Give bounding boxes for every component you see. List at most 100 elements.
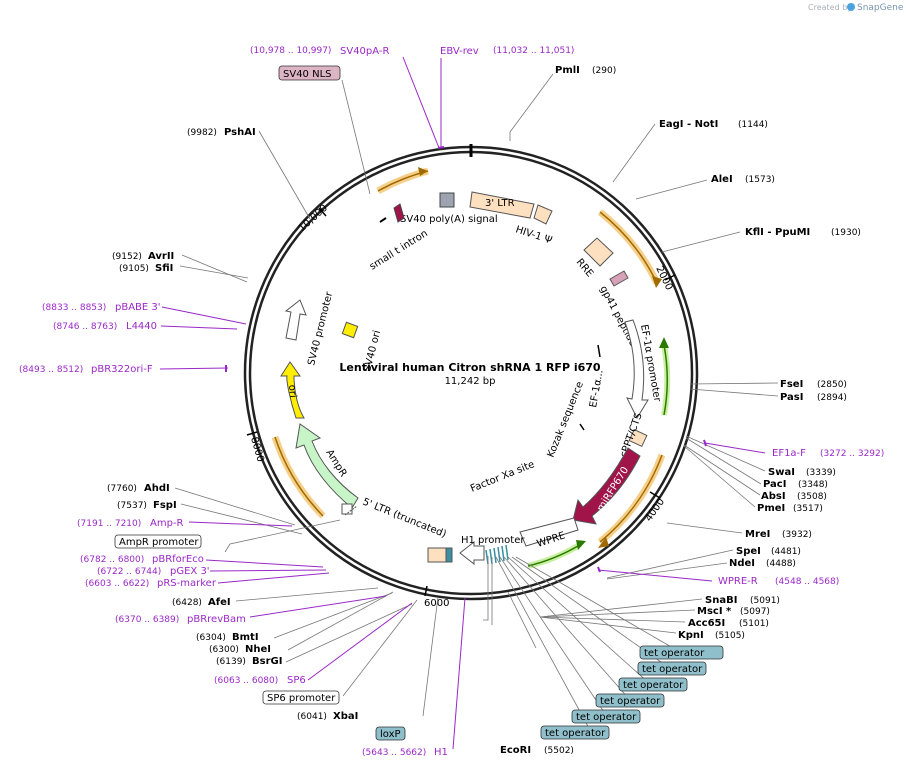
tet-operator-box[interactable] xyxy=(639,645,724,660)
primer-line xyxy=(452,597,466,750)
enzyme-name[interactable]: SfiI xyxy=(155,263,173,274)
primer-name[interactable]: Amp-R xyxy=(150,518,184,529)
small-t-marker xyxy=(379,217,387,223)
primer-name[interactable]: EBV-rev xyxy=(440,46,479,57)
enzyme-name[interactable]: PasI xyxy=(780,392,803,403)
tick-label: 6000 xyxy=(424,598,449,609)
tick-mark xyxy=(664,274,676,281)
enzyme-name[interactable]: EagI - NotI xyxy=(659,119,718,130)
enzyme-name[interactable]: AvrII xyxy=(148,251,174,262)
enzyme-name[interactable]: PshAI xyxy=(224,127,256,138)
enzyme-name[interactable]: XbaI xyxy=(333,711,358,722)
enzyme-name[interactable]: KpnI xyxy=(678,630,704,641)
primer-name[interactable]: WPRE-R xyxy=(718,576,758,587)
primer-name[interactable]: EF1a-F xyxy=(772,448,806,459)
enzyme-position: (9105) xyxy=(119,264,149,274)
primer-position: (6722 .. 6744) xyxy=(97,567,161,577)
primer-lines xyxy=(159,56,766,750)
enzyme-name[interactable]: PmlI xyxy=(555,65,580,76)
wpre-feature xyxy=(519,517,579,547)
enzyme-labels: PmlI (290) EagI - NotI (1144) AleI (1573… xyxy=(107,65,861,756)
enzyme-name[interactable]: PmeI xyxy=(757,503,785,514)
primer-name[interactable]: pBABE 3' xyxy=(115,302,161,313)
ltr3-feature xyxy=(469,191,535,219)
tet-operator-box[interactable] xyxy=(540,725,610,740)
enzyme-name[interactable]: NheI xyxy=(245,644,271,655)
leader-line xyxy=(179,265,249,279)
enzyme-position: (1930) xyxy=(831,228,861,238)
primer-name[interactable]: pBRforEco xyxy=(152,554,204,565)
leader-line xyxy=(287,591,394,651)
primer-line xyxy=(307,602,413,681)
tet-operator-box[interactable] xyxy=(618,677,688,692)
leader-line xyxy=(515,556,681,653)
sv40-nls-box[interactable] xyxy=(278,65,341,81)
primer-name[interactable]: SV40pA-R xyxy=(340,46,389,57)
enzyme-name[interactable]: AfeI xyxy=(208,597,231,608)
enzyme-name[interactable]: BsrGI xyxy=(252,656,282,667)
primer-name[interactable]: L4440 xyxy=(126,321,157,332)
tet-operator-box[interactable] xyxy=(595,693,665,708)
credit: Created by SnapGene xyxy=(808,3,904,13)
tick-label: 4000 xyxy=(643,497,667,524)
primer-name[interactable]: pRS-marker xyxy=(157,578,217,589)
primer-name[interactable]: pBR322ori-F xyxy=(91,364,153,375)
primer-position: (8833 .. 8853) xyxy=(42,303,106,313)
enzyme-name[interactable]: AleI xyxy=(711,174,733,185)
rre-label: RRE xyxy=(574,257,595,280)
primer-name[interactable]: pBRrevBam xyxy=(187,614,246,625)
primer-position: (8493 .. 8512) xyxy=(19,365,83,375)
leader-line xyxy=(661,231,741,253)
ampr-promoter-box[interactable] xyxy=(114,534,202,549)
enzyme-position: (3932) xyxy=(782,530,812,540)
leader-line xyxy=(174,487,296,526)
primer-line xyxy=(159,367,229,370)
enzyme-name[interactable]: AbsI xyxy=(761,491,786,502)
snapgene-logo-icon xyxy=(847,3,855,11)
sv40-polya-label: SV40 poly(A) signal xyxy=(400,214,498,225)
enzyme-name[interactable]: NdeI xyxy=(729,558,755,569)
enzyme-name[interactable]: BmtI xyxy=(232,632,259,643)
ori-feature xyxy=(280,361,305,419)
enzyme-name[interactable]: EcoRI xyxy=(500,745,531,756)
enzyme-name[interactable]: SwaI xyxy=(768,467,795,478)
primer-line xyxy=(209,569,327,572)
enzyme-name[interactable]: AhdI xyxy=(144,483,170,494)
tet-operator-box[interactable] xyxy=(637,661,707,676)
leader-line xyxy=(539,616,686,623)
leader-line xyxy=(235,587,379,602)
enzyme-name[interactable]: Acc65I xyxy=(688,618,725,629)
enzyme-name[interactable]: MreI xyxy=(745,529,770,540)
enzyme-position: (4481) xyxy=(771,547,801,557)
enzyme-position: (3508) xyxy=(797,492,827,502)
enzyme-name[interactable]: FseI xyxy=(780,379,803,390)
primer-marks xyxy=(225,146,707,573)
leader-line xyxy=(273,592,393,639)
enzyme-name[interactable]: MscI * xyxy=(697,606,732,617)
enzyme-position: (1573) xyxy=(745,175,775,185)
cppt-feature xyxy=(628,428,648,448)
loxp-box[interactable] xyxy=(375,726,406,741)
tet-operator-label: tet operator xyxy=(600,696,661,707)
loxp-feature xyxy=(445,547,453,563)
leader-line xyxy=(181,254,248,283)
sp6-promoter-box[interactable] xyxy=(262,690,340,705)
enzyme-name[interactable]: SnaBI xyxy=(705,595,737,606)
tet-operator-box[interactable] xyxy=(571,709,641,724)
primer-name[interactable]: H1 xyxy=(434,747,448,758)
primer-position: (5643 .. 5662) xyxy=(362,748,426,758)
primer-name[interactable]: pGEX 3' xyxy=(170,566,210,577)
primer-line xyxy=(160,325,238,330)
sv40-ori-feature xyxy=(341,321,359,339)
enzyme-position: (6300) xyxy=(209,645,239,655)
primer-position: (6063 .. 6080) xyxy=(214,676,278,686)
enzyme-name[interactable]: PacI xyxy=(763,479,786,490)
enzyme-name[interactable]: KflI - PpuMI xyxy=(745,227,810,238)
leader-line xyxy=(685,435,766,472)
green-orf-arrowhead xyxy=(659,337,669,348)
enzyme-name[interactable]: SpeI xyxy=(736,546,761,557)
primer-line xyxy=(402,56,440,149)
enzyme-name[interactable]: FspI xyxy=(153,500,177,511)
enzyme-position: (9982) xyxy=(187,128,217,138)
primer-name[interactable]: SP6 xyxy=(287,675,306,686)
